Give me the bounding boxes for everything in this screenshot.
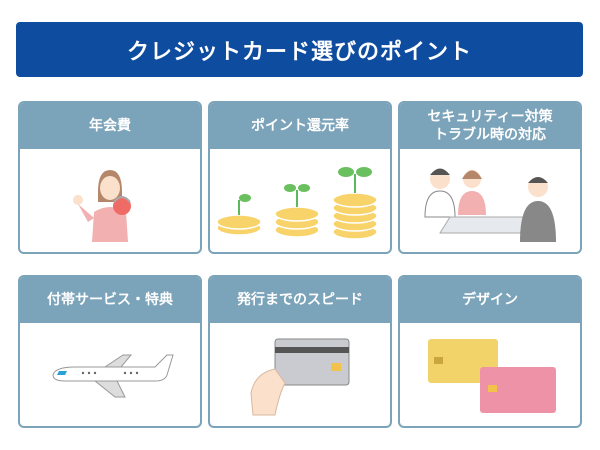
airplane-icon (52, 354, 174, 397)
card-header: ポイント還元率 (210, 103, 390, 149)
card-security: セキュリティー対策 トラブル時の対応 (398, 101, 582, 254)
card-benefits: 付帯サービス・特典 (18, 275, 202, 428)
page-title: クレジットカード選びのポイント (16, 22, 583, 77)
woman-with-purse-icon (73, 169, 131, 242)
card-speed: 発行までのスピード (208, 275, 392, 428)
card-header: 付帯サービス・特典 (20, 277, 200, 323)
card-header: 年会費 (20, 103, 200, 149)
hand-holding-card-icon (250, 338, 350, 416)
card-design: デザイン (398, 275, 582, 428)
consultation-icon (424, 168, 556, 242)
card-header: 発行までのスピード (210, 277, 390, 323)
card-header: デザイン (400, 277, 580, 323)
card-header: セキュリティー対策 トラブル時の対応 (400, 103, 580, 149)
card-point-rate: ポイント還元率 (208, 101, 392, 254)
credit-cards-icon (428, 339, 556, 413)
growing-coins-icon (216, 166, 378, 240)
card-annual-fee: 年会費 (18, 101, 202, 254)
